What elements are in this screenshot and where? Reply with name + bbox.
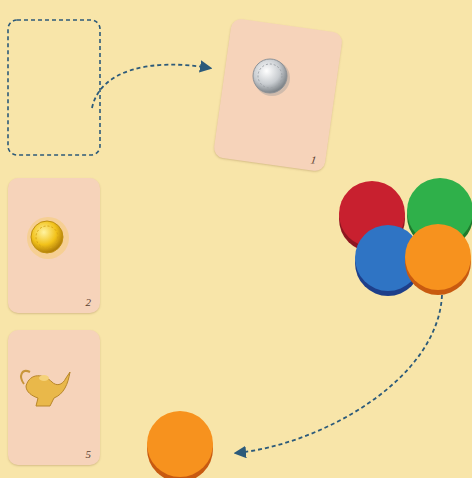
move-arrow [92, 65, 210, 108]
silver-coin [253, 59, 290, 96]
move-arrow [236, 295, 442, 453]
magic-lamp [21, 371, 70, 406]
card-value: 1 [310, 153, 317, 166]
orange-disc [147, 411, 213, 478]
gold-coin [27, 217, 69, 259]
empty-slot [8, 20, 100, 155]
disc-pile [339, 178, 472, 296]
card-value: 5 [86, 448, 92, 460]
card-value: 2 [86, 296, 92, 308]
game-card: 1 [213, 18, 343, 172]
